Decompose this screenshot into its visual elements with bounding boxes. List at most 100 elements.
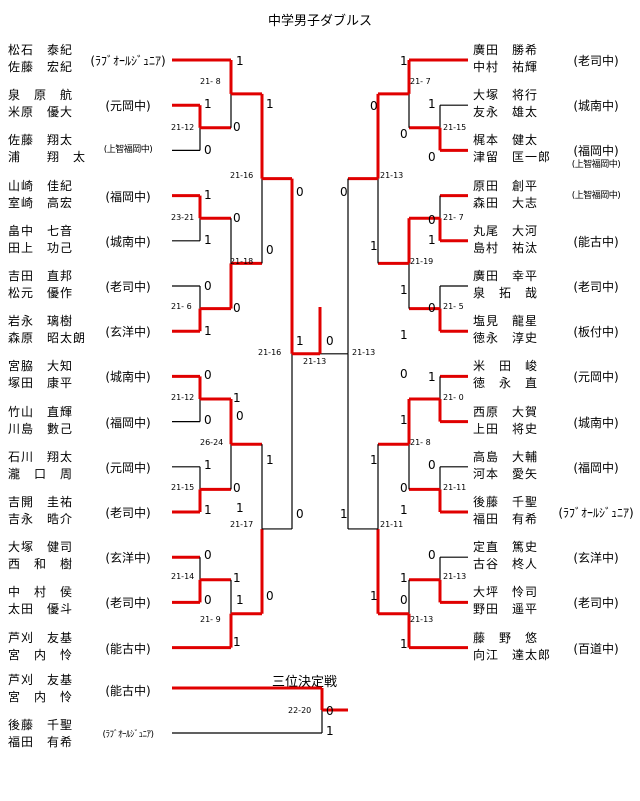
player-pair: 原田 創平森田 大志 <box>473 178 538 212</box>
match-point: 0 <box>204 593 212 607</box>
player-name: 宮 内 怜 <box>8 690 74 704</box>
school-name: (玄洋中) <box>105 325 151 340</box>
set-score: 21-11 <box>380 520 404 529</box>
match-point: 0 <box>400 481 408 495</box>
player-pair: 廣田 幸平泉 拓 哉 <box>473 268 538 302</box>
player-name: 丸尾 大河 <box>473 223 539 238</box>
match-point: 1 <box>400 413 408 427</box>
player-name: 古谷 柊人 <box>473 557 539 572</box>
set-score: 21- 8 <box>410 438 431 447</box>
player-pair: 竹山 直輝川島 數己 <box>8 404 73 438</box>
player-name: 森田 大志 <box>473 195 539 210</box>
match-point: 0 <box>428 458 436 472</box>
player-name: 福田 有希 <box>8 735 74 749</box>
match-point: 0 <box>204 143 212 157</box>
match-point: 1 <box>400 503 408 517</box>
match-point: 0 <box>233 301 241 315</box>
player-name: 後藤 千聖 <box>8 718 74 732</box>
match-point: 1 <box>340 507 348 521</box>
match-point: 0 <box>428 301 436 315</box>
player-name: 徳 永 直 <box>473 376 539 391</box>
school-name: (福岡中) <box>105 415 151 430</box>
match-point: 1 <box>296 334 304 348</box>
set-score: 21-16 <box>258 348 282 357</box>
school-name: (福岡中) <box>573 460 619 475</box>
school-name: (ﾗﾌﾞｵｰﾙｼﾞｭﾆｱ) <box>102 730 154 740</box>
set-score: 23-21 <box>171 213 195 222</box>
school-name: (城南中) <box>573 415 619 430</box>
player-pair: 丸尾 大河島村 祐汰 <box>473 223 538 257</box>
player-pair: 泉 原 航米原 優大 <box>8 87 73 121</box>
set-score: 21-13 <box>443 572 467 581</box>
school-name: (上智福岡中) <box>571 190 621 201</box>
school-name: (玄洋中) <box>105 551 151 566</box>
player-pair: 石川 翔太瀧 口 周 <box>8 449 73 483</box>
match-point: 1 <box>204 97 212 111</box>
match-point: 0 <box>204 548 212 562</box>
player-pair: 藤 野 悠向江 達太郎 <box>473 630 551 664</box>
match-point: 1 <box>204 503 212 517</box>
school-name: (元岡中) <box>105 99 151 114</box>
player-pair: 中 村 侯太田 優斗 <box>8 584 73 618</box>
school-name: (老司中) <box>105 596 151 611</box>
set-score: 21- 7 <box>443 213 464 222</box>
set-score: 21-14 <box>171 572 195 581</box>
player-pair: 山崎 佳紀室崎 高宏 <box>8 178 73 212</box>
match-point: 0 <box>204 368 212 382</box>
set-score: 21-15 <box>443 123 467 132</box>
player-pair: 岩永 璃樹森原 昭太朗 <box>8 313 86 347</box>
player-name: 竹山 直輝 <box>8 404 74 419</box>
player-pair: 大坪 怜司野田 遥平 <box>473 584 538 618</box>
player-name: 福田 有希 <box>473 512 539 526</box>
match-point: 1 <box>400 328 408 342</box>
player-name: 中 村 侯 <box>8 585 74 600</box>
set-score: 21-18 <box>230 257 254 266</box>
set-score: 21-17 <box>230 520 254 529</box>
player-name: 松元 優作 <box>8 286 74 300</box>
player-name: 塩見 龍星 <box>473 314 539 329</box>
player-name: 森原 昭太朗 <box>8 331 87 346</box>
player-pair: 大塚 将行友永 雄太 <box>473 87 538 121</box>
set-score: 21- 0 <box>443 393 464 402</box>
match-point: 0 <box>326 704 334 718</box>
player-name: 瀧 口 周 <box>8 466 74 481</box>
player-name: 佐藤 翔太 <box>8 133 74 148</box>
match-point: 0 <box>400 593 408 607</box>
match-point: 0 <box>296 507 304 521</box>
player-name: 山崎 佳紀 <box>8 178 74 193</box>
match-point: 0 <box>428 213 436 227</box>
player-name: 野田 遥平 <box>473 602 539 617</box>
match-point: 1 <box>326 724 334 738</box>
match-point: 0 <box>233 120 241 134</box>
player-name: 室崎 高宏 <box>8 195 74 210</box>
match-point: 0 <box>266 589 274 603</box>
match-point: 1 <box>266 453 274 467</box>
match-point: 1 <box>370 453 378 467</box>
player-name: 米 田 峻 <box>473 359 539 374</box>
school-name: (福岡中) <box>105 189 151 204</box>
match-point: 1 <box>233 571 241 585</box>
player-name: 米原 優大 <box>8 105 74 120</box>
player-name: 畠中 七音 <box>8 223 74 238</box>
school-name: (能古中) <box>105 641 151 656</box>
player-name: 原田 創平 <box>473 178 539 193</box>
player-name: 友永 雄太 <box>473 105 539 120</box>
player-pair: 宮脇 大知塚田 康平 <box>8 358 73 392</box>
school-name: (板付中) <box>573 325 619 340</box>
player-name: 泉 原 航 <box>8 88 74 103</box>
player-name: 向江 達太郎 <box>473 647 552 662</box>
player-name: 西原 大賀 <box>473 404 539 419</box>
school-name: (老司中) <box>105 280 151 294</box>
school-name: (城南中) <box>105 370 151 385</box>
player-name: 梶本 健太 <box>473 133 539 148</box>
match-point: 1 <box>266 97 274 111</box>
school-name: (元岡中) <box>105 460 151 475</box>
school-name: (ﾗﾌﾞｵｰﾙｼﾞｭﾆｱ) <box>558 506 634 520</box>
set-score: 21-13 <box>380 171 404 180</box>
match-point: 0 <box>266 243 274 257</box>
match-point: 1 <box>236 54 244 68</box>
player-name: 大坪 怜司 <box>473 585 539 600</box>
player-name: 吉田 直邦 <box>8 269 74 283</box>
